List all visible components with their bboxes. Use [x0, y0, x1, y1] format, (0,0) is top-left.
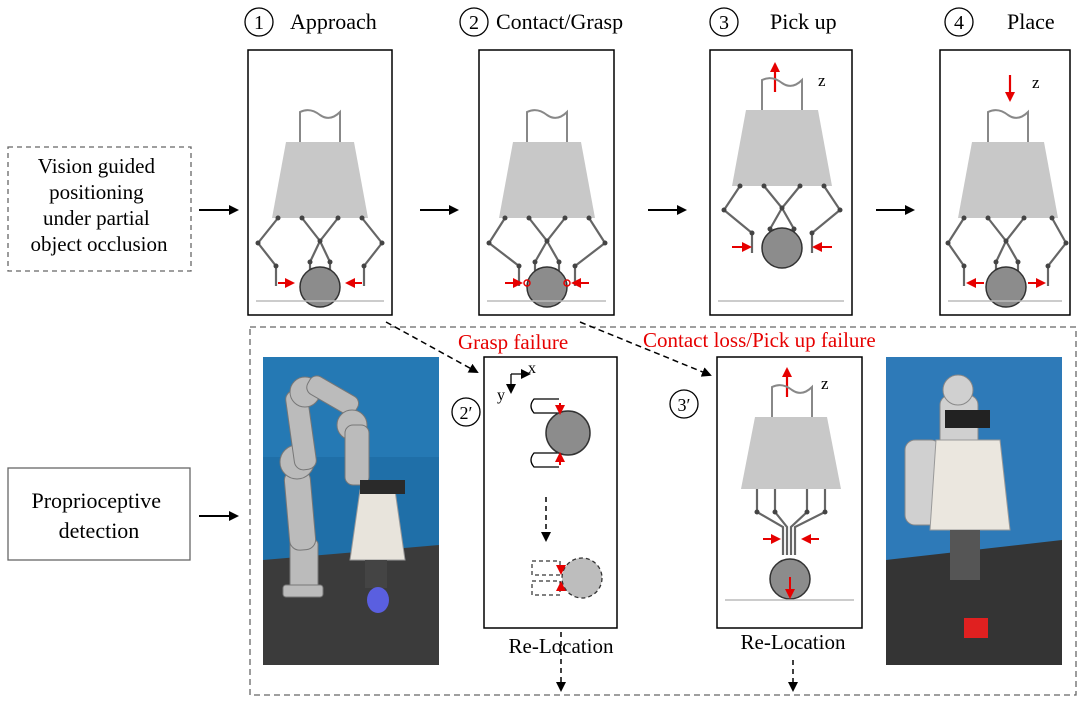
- z-axis-label: z: [821, 374, 829, 393]
- wrist-shaft: [299, 109, 341, 142]
- step-label: Place: [1007, 9, 1055, 34]
- red-object: [964, 618, 988, 638]
- object: [545, 410, 591, 456]
- z-axis-label: z: [818, 71, 826, 90]
- gripper-palm: [732, 110, 832, 186]
- finger-joints: [721, 183, 843, 236]
- force-marker: [556, 565, 566, 575]
- gripper-palm: [741, 417, 841, 489]
- panel-approach: [247, 49, 393, 316]
- step-label: Approach: [290, 9, 377, 34]
- failure-frame: [249, 326, 1077, 696]
- gripper-palm: [499, 142, 595, 218]
- optical-table: [263, 545, 439, 665]
- robot-photo-left: [263, 357, 439, 665]
- finger-joints: [754, 509, 828, 515]
- pickup-failure-arrow: [579, 321, 712, 377]
- gripper-palm: [272, 142, 368, 218]
- ghost-object: [561, 557, 603, 599]
- camera: [945, 410, 990, 428]
- finger-joints: [945, 215, 1069, 269]
- step-2-header: 2 Contact/Grasp: [459, 7, 623, 37]
- finger-bottom: [530, 452, 559, 468]
- step-label: Contact/Grasp: [496, 9, 623, 34]
- blue-object: [367, 587, 389, 613]
- step-label: Pick up: [770, 9, 837, 34]
- finger-joints: [255, 215, 385, 269]
- gripper: [929, 439, 1011, 531]
- wrist-shaft: [761, 77, 803, 110]
- step-number-circle: [459, 7, 489, 37]
- panel-pickup-failure: z: [716, 356, 863, 629]
- wrist-shaft: [526, 109, 568, 142]
- step-number: 1: [254, 12, 264, 34]
- optical-table: [886, 540, 1062, 665]
- gripper-fingers: [755, 489, 827, 555]
- contact-point: [563, 279, 571, 287]
- grasp-failure-arrow: [385, 321, 479, 373]
- step-number-circle: [244, 7, 274, 37]
- contact-loss-label: Contact loss/Pick up failure: [643, 328, 876, 352]
- proprioceptive-text: Proprioceptive detection: [31, 488, 166, 543]
- z-axis-label: z: [1032, 73, 1040, 92]
- relocation-label-2: Re-Location: [741, 630, 846, 654]
- object: [299, 266, 341, 308]
- grasp-failure-label: Grasp failure: [458, 330, 568, 354]
- step-number-circle: [709, 7, 739, 37]
- gripper-fingers: [365, 560, 387, 588]
- robot-photo-right: [886, 357, 1062, 665]
- wrist-shaft: [771, 384, 813, 417]
- gripper-palm: [958, 142, 1058, 218]
- substep-3prime: 3′: [669, 389, 699, 419]
- gripper: [349, 489, 406, 561]
- step-number: 2: [469, 12, 479, 34]
- panel-place: z: [939, 49, 1071, 316]
- y-axis-label: y: [497, 387, 505, 404]
- vision-guided-text: Vision guided positioning under partial …: [30, 154, 168, 256]
- robot-arm: [279, 375, 370, 598]
- contact-point: [523, 279, 531, 287]
- finger-joints: [486, 215, 608, 269]
- finger-top: [530, 398, 559, 414]
- step-3-header: 3 Pick up: [709, 7, 837, 37]
- object: [761, 227, 803, 269]
- panel-grasp-failure: x y: [483, 356, 618, 629]
- camera: [360, 480, 405, 494]
- substep-2prime: 2′: [451, 397, 481, 427]
- step-1-header: 1 Approach: [244, 7, 377, 37]
- step-number: 4: [954, 12, 964, 34]
- x-axis-label: x: [528, 360, 536, 377]
- force-marker: [556, 581, 566, 591]
- panel-pick-up: z: [709, 49, 853, 316]
- vision-guided-box: Vision guided positioning under partial …: [7, 146, 192, 272]
- proprioceptive-box: Proprioceptive detection: [7, 467, 191, 561]
- svg-text:3′: 3′: [678, 395, 691, 415]
- panel-contact-grasp: [478, 49, 615, 316]
- object: [985, 266, 1027, 308]
- object: [526, 266, 568, 308]
- step-number: 3: [719, 12, 729, 34]
- svg-text:2′: 2′: [460, 403, 473, 423]
- step-number-circle: [944, 7, 974, 37]
- wrist-shaft: [987, 109, 1029, 142]
- gripper-fingers: [950, 530, 980, 580]
- step-4-header: 4 Place: [944, 7, 1055, 37]
